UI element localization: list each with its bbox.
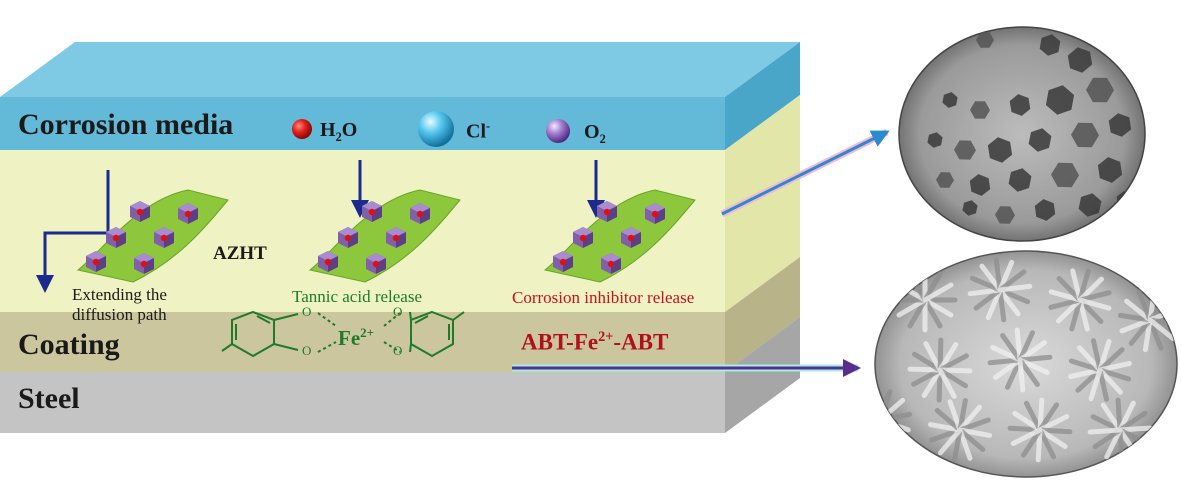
media-top-face — [0, 42, 800, 97]
abt-complex-label: ABT-Fe2+-ABT — [521, 329, 669, 355]
media-side-face — [725, 42, 800, 150]
water-molecule-icon — [292, 119, 312, 139]
media-front-face — [0, 97, 725, 150]
azht-sheet-middle — [308, 189, 461, 283]
chloride-label: Cl- — [466, 119, 491, 143]
azht-cube-particle — [366, 253, 386, 274]
steel-label: Steel — [18, 382, 80, 415]
azht-cube-particle — [106, 227, 126, 248]
azht-cube-particle — [597, 201, 617, 222]
azht-sheet-left — [76, 189, 229, 283]
oxygen-atom-2: O — [302, 343, 312, 358]
chloride-ion-icon — [418, 111, 454, 147]
extending-path-label: Extending the diffusion path — [72, 285, 167, 324]
coating-side-face — [725, 95, 800, 312]
oxygen-atom-3: O — [393, 304, 403, 319]
azht-cube-particle — [410, 203, 430, 224]
coating-bottom-side — [725, 257, 800, 372]
inhibitor-label: Corrosion inhibitor release — [512, 288, 695, 307]
azht-cube-particle — [338, 227, 358, 248]
azht-cube-particle — [178, 203, 198, 224]
azht-cube-particle — [86, 251, 106, 272]
azht-cube-particle — [134, 253, 154, 274]
corrosion-media-label: Corrosion media — [18, 108, 234, 141]
fe-ion-label: Fe2+ — [338, 325, 375, 350]
tem-micrograph — [898, 26, 1146, 242]
oxygen-atom-1: O — [302, 304, 312, 319]
azht-cube-particle — [130, 201, 150, 222]
tem-pointer-arrow-core — [721, 130, 890, 216]
azht-label: AZHT — [213, 243, 267, 264]
azht-cube-particle — [553, 251, 573, 272]
coating-bottom-band — [0, 312, 725, 372]
steel-front-face — [0, 372, 725, 433]
diffusion-path-arrow — [36, 170, 110, 293]
azht-cube-particle — [601, 253, 621, 274]
azht-cube-particle — [621, 227, 641, 248]
azht-cube-particle — [645, 203, 665, 224]
coating-label: Coating — [18, 328, 120, 361]
azht-cube-particle — [154, 227, 174, 248]
oxygen-label: O2 — [584, 121, 606, 146]
azht-sheet-right — [543, 189, 696, 283]
steel-side-face — [725, 317, 800, 433]
azht-cube-particle — [386, 227, 406, 248]
azht-cube-particle — [362, 201, 382, 222]
azht-cube-particle — [573, 227, 593, 248]
tannic-fe-complex — [221, 310, 465, 358]
water-label: H2O — [320, 119, 358, 144]
tannic-acid-label: Tannic acid release — [292, 287, 423, 306]
oxygen-molecule-icon — [546, 119, 570, 143]
sem-micrograph — [874, 250, 1178, 478]
oxygen-atom-4: O — [393, 343, 403, 358]
azht-cube-particle — [318, 251, 338, 272]
